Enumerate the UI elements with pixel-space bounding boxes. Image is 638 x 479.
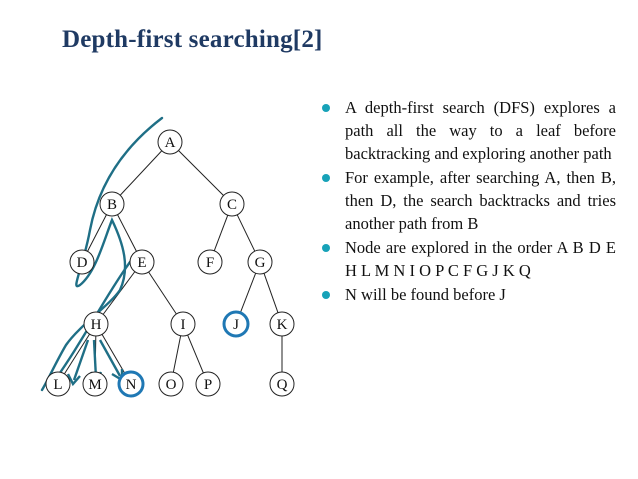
tree-node-label: P <box>204 377 212 393</box>
tree-node-circle <box>222 310 250 338</box>
tree-edge-g-k <box>263 273 279 313</box>
tree-node-m: M <box>82 371 108 397</box>
tree-node-c: C <box>219 191 245 217</box>
dfs-trace-arrow-n <box>98 339 122 377</box>
tree-edge-g-j <box>239 273 257 313</box>
bullet-item: Node are explored in the order A B D E H… <box>320 236 616 282</box>
bullet-item: For example, after searching A, then B, … <box>320 166 616 235</box>
tree-nodes: A B C D E F G H I J K L M N O P Q <box>45 129 295 398</box>
tree-node-circle <box>158 371 184 397</box>
bullet-dot-icon <box>322 174 330 182</box>
bullet-item: A depth-first search (DFS) explores a pa… <box>320 96 616 165</box>
tree-edge-a-c <box>178 150 224 196</box>
tree-node-circle <box>82 371 108 397</box>
tree-node-label: K <box>277 317 288 333</box>
bullet-dot-icon <box>322 291 330 299</box>
tree-node-l: L <box>45 371 71 397</box>
tree-node-circle <box>45 371 71 397</box>
tree-node-label: Q <box>277 377 288 393</box>
tree-node-label: H <box>91 317 102 333</box>
tree-diagram: A B C D E F G H I J K L M N O P Q <box>40 116 295 398</box>
tree-node-label: O <box>166 377 177 393</box>
tree-edge-i-p <box>187 334 204 374</box>
tree-node-circle <box>129 249 155 275</box>
tree-edges <box>63 150 283 375</box>
tree-node-b: B <box>99 191 125 217</box>
tree-node-label: E <box>137 255 146 271</box>
tree-node-circle <box>197 249 223 275</box>
tree-edge-c-f <box>213 215 229 251</box>
tree-node-label: M <box>88 377 101 393</box>
bullet-item: N will be found before J <box>320 283 616 306</box>
tree-edge-h-l <box>63 333 91 375</box>
tree-node-circle <box>269 371 295 397</box>
tree-node-j: J <box>222 310 250 338</box>
tree-node-circle <box>219 191 245 217</box>
tree-node-h: H <box>83 311 109 337</box>
tree-node-f: F <box>197 249 223 275</box>
bullet-list: A depth-first search (DFS) explores a pa… <box>320 96 616 307</box>
tree-edge-h-n <box>101 334 126 374</box>
tree-edge-e-i <box>148 271 177 315</box>
dfs-trace-path-main <box>40 116 164 392</box>
tree-node-circle <box>117 370 145 398</box>
tree-node-g: G <box>247 249 273 275</box>
tree-node-label: D <box>77 255 88 271</box>
tree-node-circle <box>69 249 95 275</box>
tree-node-label: F <box>206 255 214 271</box>
tree-node-e: E <box>129 249 155 275</box>
tree-node-circle <box>157 129 183 155</box>
tree-node-a: A <box>157 129 183 155</box>
tree-edge-c-g <box>236 214 256 252</box>
tree-node-label: B <box>107 197 117 213</box>
tree-node-label: N <box>126 377 137 393</box>
tree-node-k: K <box>269 311 295 337</box>
bullet-text: For example, after searching A, then B, … <box>345 168 616 233</box>
tree-edge-b-e <box>117 214 137 252</box>
tree-node-n: N <box>117 370 145 398</box>
bullet-text: N will be found before J <box>345 285 506 304</box>
dfs-trace-arrow-l <box>72 339 90 381</box>
bullet-text: A depth-first search (DFS) explores a pa… <box>345 98 616 163</box>
tree-edge-b-d <box>87 214 107 252</box>
tree-node-label: A <box>165 135 176 151</box>
tree-node-label: I <box>181 317 186 333</box>
dfs-trace-arrow-l-head <box>66 373 81 387</box>
tree-node-q: Q <box>269 371 295 397</box>
bullet-dot-icon <box>322 104 330 112</box>
tree-node-label: G <box>255 255 266 271</box>
tree-node-label: J <box>233 317 239 333</box>
tree-node-d: D <box>69 249 95 275</box>
tree-node-label: C <box>227 197 237 213</box>
tree-edge-i-o <box>172 335 182 373</box>
tree-node-circle <box>247 249 273 275</box>
tree-node-i: I <box>170 311 196 337</box>
bullet-dot-icon <box>322 244 330 252</box>
tree-node-label: L <box>53 377 62 393</box>
tree-node-circle <box>269 311 295 337</box>
tree-node-o: O <box>158 371 184 397</box>
tree-node-circle <box>195 371 221 397</box>
bullet-text: Node are explored in the order A B D E H… <box>345 238 616 280</box>
tree-node-circle <box>99 191 125 217</box>
tree-node-circle <box>83 311 109 337</box>
tree-node-circle <box>170 311 196 337</box>
tree-edge-a-b <box>119 150 163 196</box>
tree-node-p: P <box>195 371 221 397</box>
slide-title: Depth-first searching[2] <box>62 26 323 53</box>
